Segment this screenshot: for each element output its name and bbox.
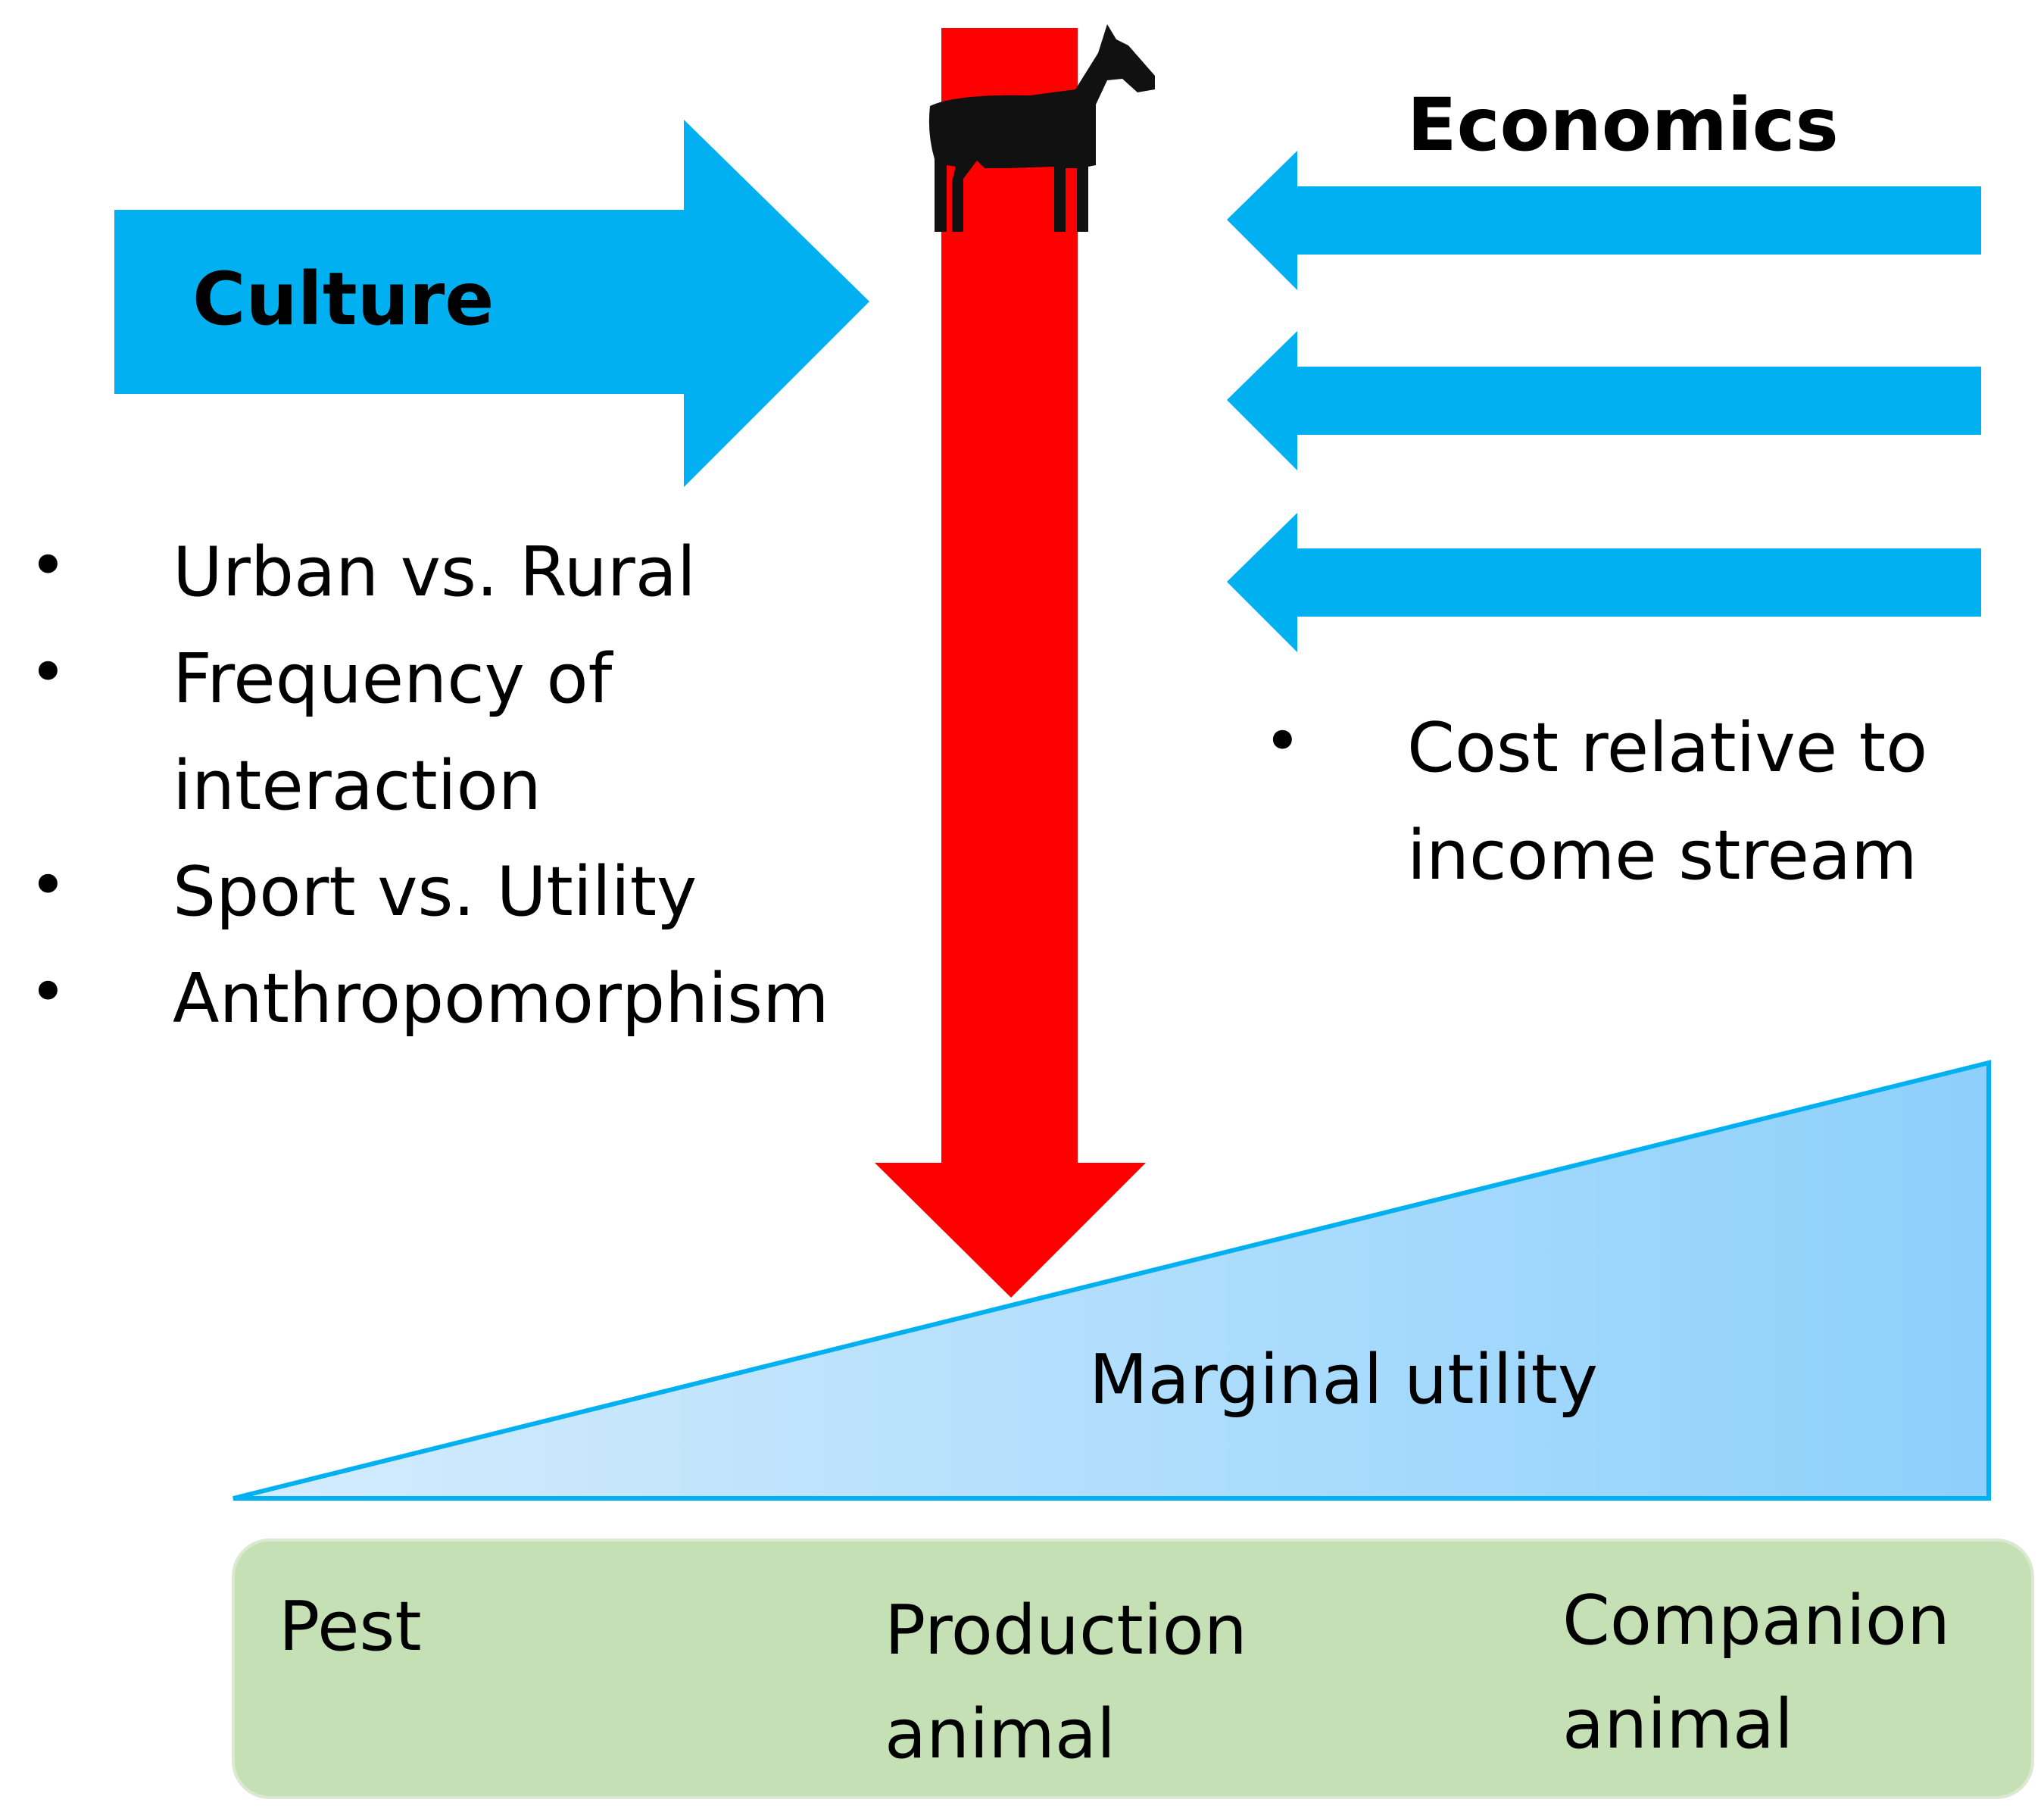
category-box xyxy=(232,1539,2034,1799)
marginal-utility-wedge xyxy=(232,1060,1991,1501)
economics-arrow-1 xyxy=(1227,151,1981,290)
culture-bullet-3: • xyxy=(29,848,67,923)
horse-icon xyxy=(928,24,1155,232)
economics-item-cost: Cost relative to xyxy=(1407,708,1927,788)
marginal-utility-label: Marginal utility xyxy=(1089,1340,1598,1420)
culture-bullet-4: • xyxy=(29,954,67,1030)
culture-bullet-2: • xyxy=(29,635,67,711)
culture-arrow xyxy=(114,120,869,487)
category-companion-line1: Companion xyxy=(1562,1581,1950,1660)
culture-item-frequency: Frequency of xyxy=(173,639,614,719)
economics-title: Economics xyxy=(1407,83,1839,167)
category-production-line2: animal xyxy=(885,1695,1116,1774)
economics-arrow-2 xyxy=(1227,331,1981,470)
culture-item-anthropomorphism: Anthropomorphism xyxy=(173,959,829,1039)
economics-bullet-1: • xyxy=(1263,704,1302,779)
category-companion-line2: animal xyxy=(1562,1685,1793,1764)
red-down-arrow xyxy=(875,28,1146,1298)
category-production-line1: Production xyxy=(885,1591,1247,1670)
culture-bullet-1: • xyxy=(29,528,67,604)
category-pest: Pest xyxy=(279,1587,422,1667)
economics-arrow-3 xyxy=(1227,513,1981,652)
economics-bullet-list: • Cost relative to income stream xyxy=(1263,704,1927,895)
economics-item-income: income stream xyxy=(1407,816,1918,895)
culture-item-interaction: interaction xyxy=(173,746,541,826)
culture-title: Culture xyxy=(192,257,494,342)
culture-item-sport-utility: Sport vs. Utility xyxy=(173,852,697,932)
culture-item-urban-rural: Urban vs. Rural xyxy=(173,533,696,612)
culture-bullet-list: • Urban vs. Rural • Frequency of interac… xyxy=(29,528,829,1039)
